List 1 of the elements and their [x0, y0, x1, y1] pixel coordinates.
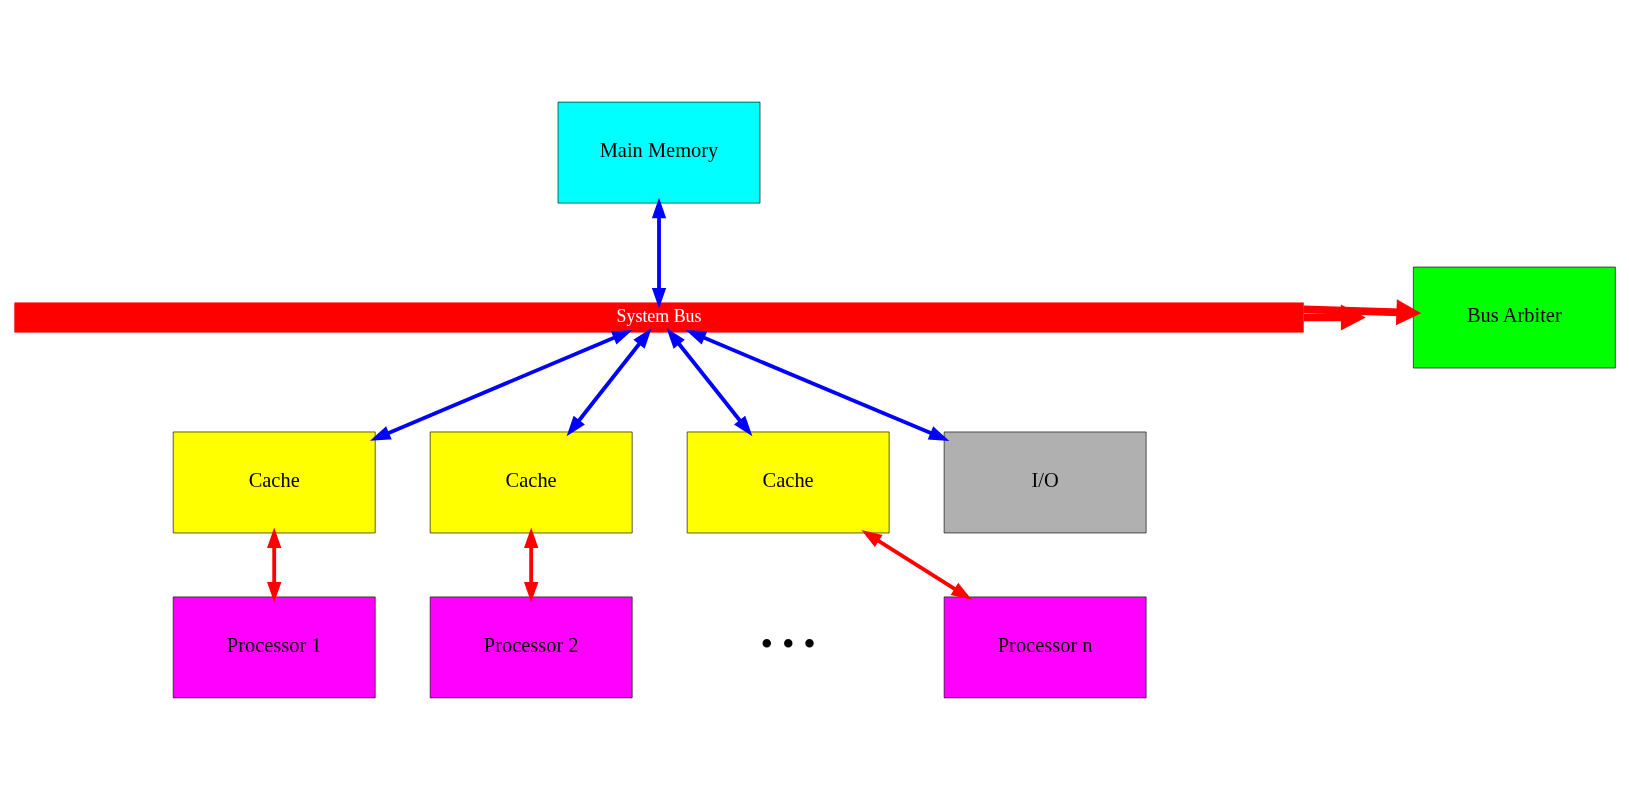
label: • • • — [759, 623, 816, 664]
